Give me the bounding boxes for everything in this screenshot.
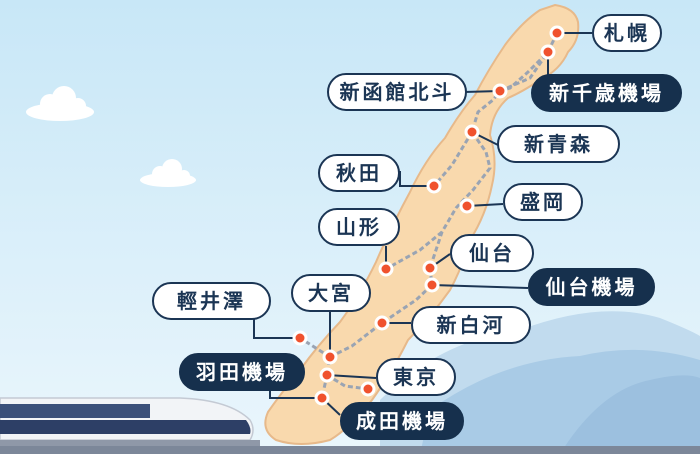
label-tokyo: 東京 [376,358,456,396]
cloud-icon [26,86,94,121]
label-omiya: 大宮 [291,274,371,312]
label-haneda-airport: 羽田機場 [179,353,305,391]
label-new-chitose-airport: 新千歳機場 [531,74,682,112]
station-marker-tokyo [319,367,335,383]
label-shin-shirakawa: 新白河 [411,306,531,344]
station-marker-omiya [322,349,338,365]
station-marker-narita-airport [360,381,376,397]
station-marker-karuizawa [292,330,308,346]
station-marker-akita [426,178,442,194]
station-markers [292,25,565,406]
station-marker-sapporo [549,25,565,41]
label-morioka: 盛岡 [503,183,583,221]
station-marker-shin-aomori [464,124,480,140]
label-akita: 秋田 [318,154,400,192]
station-marker-shin-shirakawa [374,315,390,331]
station-marker-shin-hakodate-hokuto [492,83,508,99]
label-sendai: 仙台 [450,234,534,272]
label-karuizawa: 輕井澤 [152,282,271,320]
label-sendai-airport: 仙台機場 [528,268,655,306]
label-shin-aomori: 新青森 [497,125,620,163]
station-marker-morioka [459,198,475,214]
station-marker-sendai-airport [424,277,440,293]
station-marker-sendai [422,260,438,276]
train-illustration [0,397,700,454]
label-narita-airport: 成田機場 [340,402,464,440]
station-marker-haneda-airport [314,390,330,406]
station-marker-new-chitose-airport [540,44,556,60]
station-marker-yamagata [378,261,394,277]
label-sapporo: 札幌 [592,14,662,52]
cloud-icon [140,159,196,187]
label-shin-hakodate-hokuto: 新函館北斗 [327,73,467,111]
label-yamagata: 山形 [318,208,400,246]
